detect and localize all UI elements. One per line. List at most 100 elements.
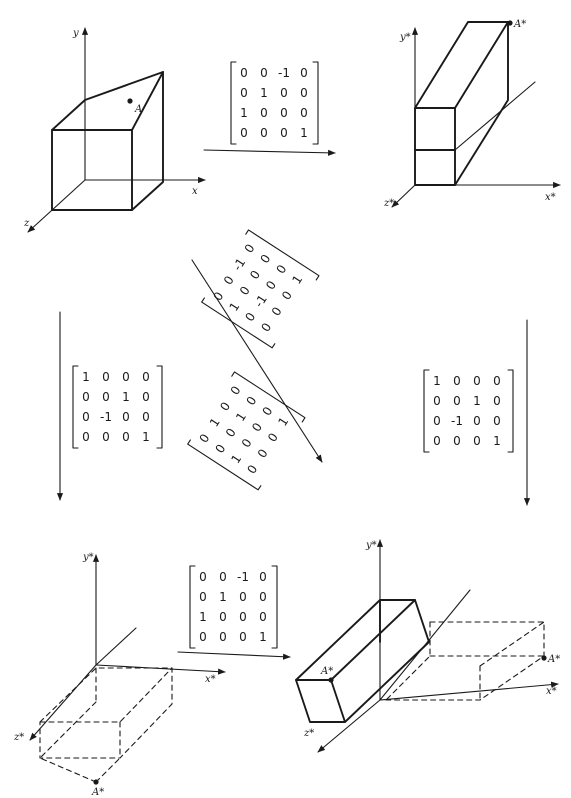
x-axis-label: x* (205, 674, 216, 685)
matrix-cell: 0 (453, 394, 461, 408)
matrix-bracket-right (271, 565, 278, 649)
box-end-face (295, 679, 346, 723)
matrix-cell: 1 (473, 394, 481, 408)
matrix-cell: 0 (260, 106, 268, 120)
z-axis-back (95, 627, 137, 666)
matrix-cell: 0 (122, 430, 130, 444)
matrix-cell: 0 (199, 590, 207, 604)
matrix-cell: 0 (453, 374, 461, 388)
matrix-cell: 0 (239, 436, 255, 450)
matrix-bracket-left (201, 297, 276, 349)
matrix-cell: 0 (493, 394, 501, 408)
matrix-cell: 0 (453, 434, 461, 448)
panel-final: y* x* z* A* A* (295, 539, 560, 753)
point-a-label: A (134, 104, 142, 115)
matrix-cell: 0 (82, 410, 90, 424)
matrix-cell: 1 (433, 374, 441, 388)
matrix-cell: 0 (473, 414, 481, 428)
box-top-edge (454, 21, 509, 109)
z-axis-label: z* (303, 728, 314, 739)
matrix-cell: 0 (122, 370, 130, 384)
matrix-cell: 0 (280, 86, 288, 100)
matrix-cell: 1 (228, 452, 244, 466)
matrix-cell: 0 (102, 390, 110, 404)
matrix-cell: 0 (240, 126, 248, 140)
matrix-cell: 0 (240, 86, 248, 100)
x-axis (95, 664, 226, 675)
point-a-star-left-label: A* (320, 666, 333, 677)
matrix-cell: 0 (244, 462, 260, 476)
x-axis-label: x* (545, 192, 556, 203)
matrix-cell: 0 (221, 273, 237, 287)
box-top-right-edges (51, 71, 164, 211)
box-dashed-edge (39, 757, 97, 783)
z-axis-label: z* (13, 732, 24, 743)
matrix-cell: 0 (228, 384, 244, 398)
matrix-cell: 0 (142, 370, 150, 384)
matrix-cell: 0 (269, 304, 285, 318)
matrix-cell: 0 (259, 610, 267, 624)
matrix-bracket-right (231, 371, 306, 423)
matrix-cell: 1 (300, 126, 308, 140)
point-a-star (507, 20, 513, 26)
matrix-cell: 0 (473, 434, 481, 448)
matrix-cell: 0 (260, 126, 268, 140)
matrix-cell: 1 (207, 415, 223, 429)
matrix-cell: 0 (255, 446, 271, 460)
matrix-cell: 0 (82, 390, 90, 404)
point-a-star-right-label: A* (547, 654, 560, 665)
matrix-bracket-left (187, 439, 262, 491)
matrix-cell: 0 (213, 442, 229, 456)
matrix-bracket-left (230, 61, 237, 145)
matrix-cell: 1 (142, 430, 150, 444)
matrix-bracket-right (245, 229, 320, 281)
matrix-cell: 0 (239, 630, 247, 644)
matrix-cell: 1 (219, 590, 227, 604)
matrix-cell: 0 (199, 570, 207, 584)
matrix-cell: -1 (451, 414, 463, 428)
matrix-cell: 0 (247, 268, 263, 282)
matrix-bracket-right (312, 61, 319, 145)
matrix-cell: 0 (258, 320, 274, 334)
matrix-cell: 0 (217, 399, 233, 413)
matrix-cell: 0 (242, 310, 258, 324)
ghost-box-diag (479, 621, 545, 667)
matrix-cell: 0 (244, 394, 260, 408)
matrix-cell: 0 (259, 590, 267, 604)
matrix-cell: 0 (249, 420, 265, 434)
matrix-cell: 0 (82, 430, 90, 444)
box-long-edges (295, 599, 430, 723)
z-axis (29, 664, 97, 741)
box-dashed-outline (39, 667, 173, 759)
matrix-bracket-left (189, 565, 196, 649)
box-dashed-back-diag (39, 701, 97, 759)
matrix-cell: 0 (473, 374, 481, 388)
box-slant-edge (131, 71, 164, 131)
matrix-cell: -1 (100, 410, 112, 424)
y-axis-label: y* (399, 32, 411, 43)
matrix-cell: 0 (280, 106, 288, 120)
matrix-cell: 1 (260, 86, 268, 100)
y-axis-label: y (72, 28, 79, 39)
matrix-cell: -1 (278, 66, 290, 80)
point-a-star-left (328, 677, 334, 683)
matrix-cell: 0 (219, 570, 227, 584)
z-axis (391, 184, 416, 208)
ghost-box-back (385, 621, 431, 701)
arrow-diagonal (191, 259, 323, 463)
matrix-cell: 0 (263, 278, 279, 292)
point-a-star-label: A* (91, 787, 104, 798)
matrix-cell: -1 (237, 570, 249, 584)
matrix-cell: -1 (230, 256, 248, 274)
matrix-cell: 1 (82, 370, 90, 384)
x-axis-label: x (192, 186, 198, 197)
matrix-cell: 0 (242, 242, 258, 256)
matrix-cell: 0 (223, 426, 239, 440)
matrix-cell: 0 (259, 404, 275, 418)
matrix-cell: 0 (237, 284, 253, 298)
